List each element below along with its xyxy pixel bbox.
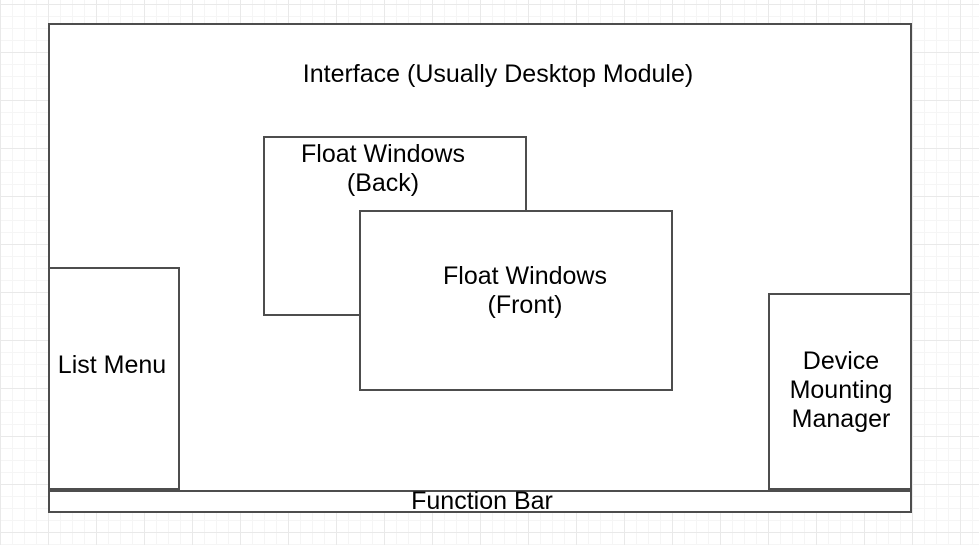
list-menu-label: List Menu — [57, 351, 167, 379]
float-windows-front-label: Float Windows (Front) — [443, 262, 607, 319]
device-mounting-manager-box[interactable] — [768, 293, 912, 490]
list-menu-box[interactable] — [48, 267, 180, 490]
float-windows-back-label: Float Windows (Back) — [301, 140, 465, 197]
function-bar-label: Function Bar — [411, 487, 553, 515]
float-windows-front-box[interactable] — [359, 210, 673, 391]
interface-box-label: Interface (Usually Desktop Module) — [302, 60, 694, 88]
device-mounting-manager-label: Device Mounting Manager — [789, 347, 893, 433]
function-bar-box[interactable] — [48, 490, 912, 513]
